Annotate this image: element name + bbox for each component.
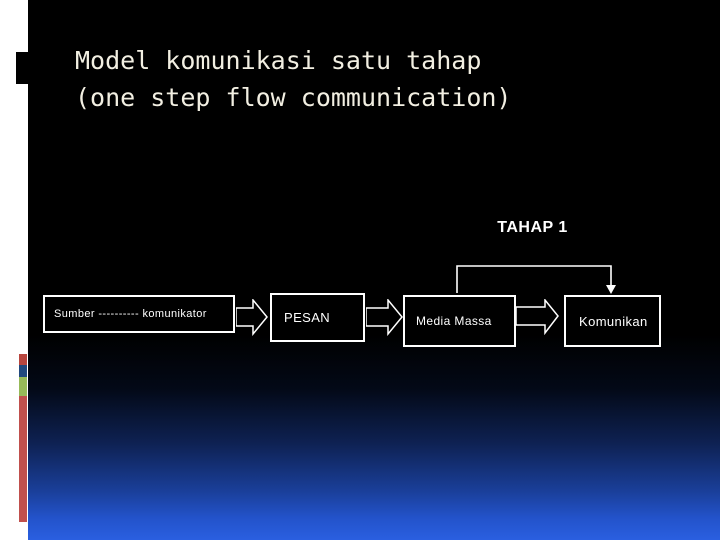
- bracket-line: [456, 265, 612, 293]
- box-sumber-label: Sumber ---------- komunikator: [54, 308, 207, 320]
- stage-bracket-connector: [456, 265, 616, 294]
- box-pesan-label: PESAN: [284, 310, 331, 325]
- box-media-massa: Media Massa: [403, 295, 516, 347]
- down-arrowhead-icon: [606, 285, 616, 294]
- block-arrow-shape: [516, 299, 559, 335]
- box-media-massa-label: Media Massa: [416, 314, 492, 328]
- slide-title-line2: (one step flow communication): [75, 83, 512, 112]
- block-arrow-shape: [236, 299, 268, 336]
- box-komunikan-label: Komunikan: [579, 313, 648, 329]
- flow-arrow-1-icon: [236, 299, 268, 336]
- stage-label: TAHAP 1: [497, 219, 568, 236]
- title-bullet-marker: [16, 52, 28, 84]
- slide-title-line1: Model komunikasi satu tahap: [75, 46, 482, 75]
- accent-square-red: [19, 354, 27, 365]
- box-komunikan: Komunikan: [564, 295, 661, 347]
- box-sumber-komunikator: Sumber ---------- komunikator: [43, 295, 235, 333]
- slide-title: Model komunikasi satu tahap (one step fl…: [75, 42, 512, 116]
- block-arrow-shape: [366, 299, 403, 336]
- flow-arrow-3-icon: [516, 299, 559, 335]
- flow-arrow-2-icon: [366, 299, 403, 336]
- accent-square-navy: [19, 365, 27, 377]
- accent-bar-red: [19, 396, 27, 522]
- accent-square-green: [19, 377, 27, 396]
- box-pesan: PESAN: [270, 293, 365, 342]
